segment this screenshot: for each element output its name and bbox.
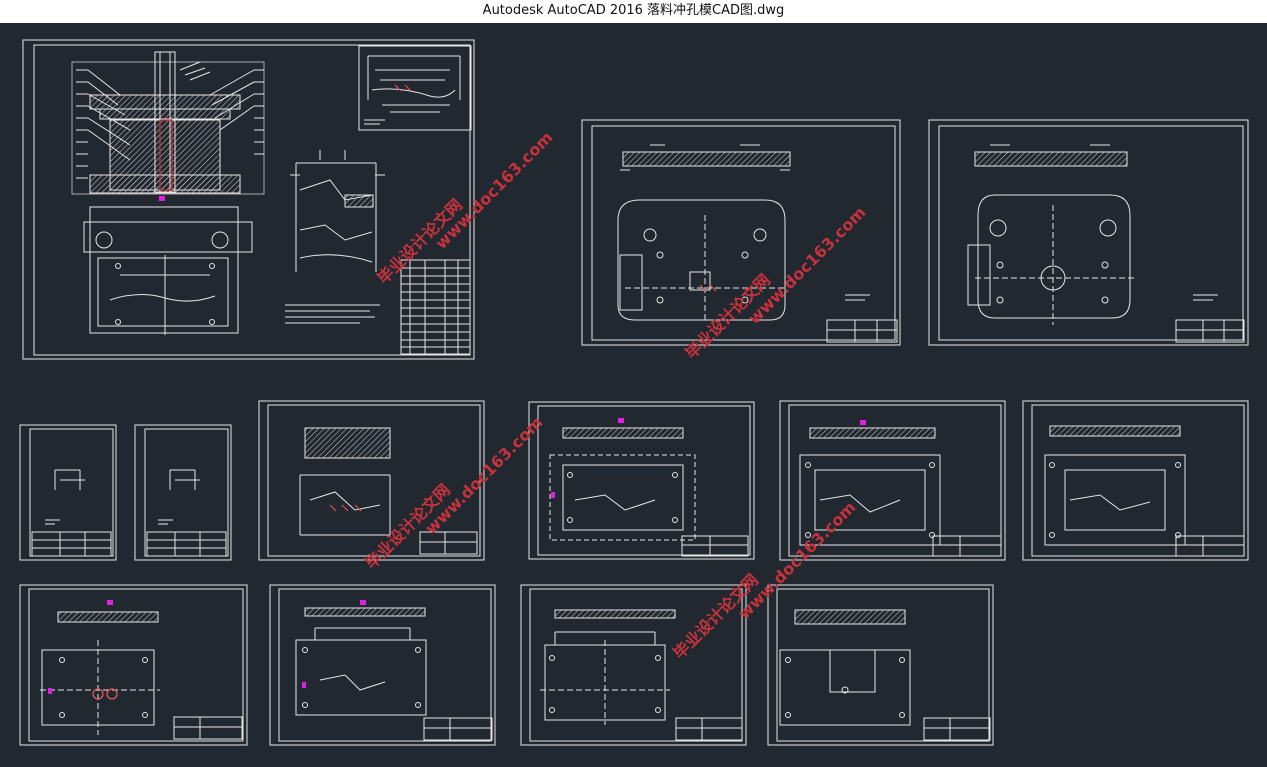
sheet-small-2[interactable] xyxy=(134,424,232,561)
sheet-part-5[interactable] xyxy=(528,401,755,560)
red-detail-marks xyxy=(92,84,717,700)
sheet-part-11[interactable] xyxy=(767,584,994,746)
sheet-part-8[interactable] xyxy=(19,584,248,746)
sheet-small-1[interactable] xyxy=(19,424,117,561)
watermark-2: www.doc163.com xyxy=(431,128,556,253)
watermark-group: 毕业设计论文网 www.doc163.com 毕业设计论文网 www.doc16… xyxy=(361,128,869,663)
drawing-svg: 毕业设计论文网 www.doc163.com 毕业设计论文网 www.doc16… xyxy=(19,39,1249,746)
sheet-part-3[interactable] xyxy=(928,119,1249,346)
sheet-part-6[interactable] xyxy=(779,400,1006,561)
sheet-part-9[interactable] xyxy=(269,584,496,746)
window-title-bar: Autodesk AutoCAD 2016 落料冲孔模CAD图.dwg xyxy=(0,0,1267,23)
watermark-4: www.doc163.com xyxy=(744,203,869,328)
sheet-assembly[interactable] xyxy=(22,39,475,360)
sheet-part-7[interactable] xyxy=(1022,400,1249,561)
drawing-canvas[interactable]: 毕业设计论文网 www.doc163.com 毕业设计论文网 www.doc16… xyxy=(0,23,1267,767)
sheet-part-2[interactable] xyxy=(581,119,901,346)
sheet-part-4[interactable] xyxy=(258,400,485,561)
sheet-part-10[interactable] xyxy=(520,584,747,746)
magenta-markers xyxy=(48,196,866,694)
window-title: Autodesk AutoCAD 2016 落料冲孔模CAD图.dwg xyxy=(482,3,785,18)
